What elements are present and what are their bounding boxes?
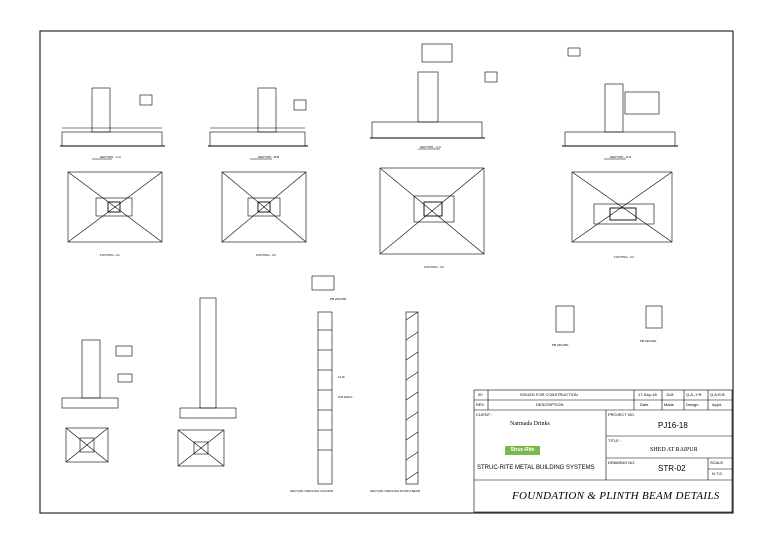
column-section: PB 230x300 8 Ø 200c/c 12 Ø SECTION THROU… [290, 275, 353, 493]
header-date: Date [640, 402, 649, 407]
column-section-label: SECTION THROUGH COLUMN [290, 489, 333, 493]
footing-f3-label: FOOTING - F3 [424, 265, 444, 269]
title-value: SHED AT RAIPUR [650, 447, 698, 453]
footing-plan-f2: FOOTING - F2 [221, 171, 307, 257]
rev-description: ISSUED FOR CONSTRUCTION [520, 392, 578, 397]
pb-detail-1-label: PB 230x450 [552, 343, 569, 347]
title-block: 00 ISSUED FOR CONSTRUCTION 17-Sep-18 11/… [474, 390, 732, 512]
scale-label: SCALE [710, 460, 724, 465]
header-design: Design [686, 402, 699, 407]
tall-pedestal-section [177, 297, 237, 467]
section-c-c-label: SECTION - C-C [420, 145, 442, 149]
pedestal-section-small [61, 339, 133, 463]
section-b-b: SECTION - B-B [208, 87, 308, 160]
plinth-section-label: SECTION THROUGH PLINTH BEAM [370, 489, 421, 493]
footing-plan-f3: FOOTING - F3 [379, 167, 485, 269]
stirrup-label: 8 Ø 200c/c [338, 395, 353, 399]
client-label: CLIENT : [476, 412, 493, 417]
rev-appd: Q.A.R.B [710, 392, 725, 397]
header-appd: Appd [712, 402, 722, 407]
drawing-no-value: STR-02 [658, 464, 686, 473]
section-d-d: SECTION - D-D [562, 47, 678, 160]
client-value: Narmada Drinks [510, 421, 550, 427]
project-value: PJ16-18 [658, 421, 688, 430]
bar-label: 12 Ø [338, 375, 345, 379]
rev-made: 11/8 [666, 392, 674, 397]
footing-plan-f4: FOOTING - F4 [571, 171, 673, 259]
sheet-border [39, 30, 734, 514]
footing-f2-label: FOOTING - F2 [256, 253, 276, 257]
section-a-a-label: SECTION - A-A [100, 155, 121, 159]
footing-f1-label: FOOTING - F1 [100, 253, 120, 257]
footing-f4-label: FOOTING - F4 [614, 255, 634, 259]
rev-date: 17-Sep-18 [638, 392, 657, 397]
header-description: DESCRIPTION [536, 402, 564, 407]
drawing-no-label: DRAWING NO. [608, 460, 636, 465]
section-d-d-label: SECTION - D-D [610, 155, 632, 159]
rev-number: 00 [478, 392, 483, 397]
header-made: Made [664, 402, 675, 407]
title-label: TITLE : [608, 438, 622, 443]
title-block-grid [473, 389, 733, 513]
company-name: STRUC-RITE METAL BUILDING SYSTEMS [477, 465, 595, 471]
plinth-beam-details: PB 230x450 PB 230x300 [552, 305, 663, 347]
footing-plan-f1: FOOTING - F1 [67, 171, 163, 257]
scale-value: N.T.S [712, 471, 722, 476]
rev-design: Q.A.-Y.R [686, 392, 702, 397]
section-a-a: SECTION - A-A [60, 87, 165, 160]
plinth-beam-section: SECTION THROUGH PLINTH BEAM [370, 311, 421, 493]
company-logo: Struc-Rite [505, 446, 540, 455]
section-c-c: SECTION - C-C [370, 43, 498, 150]
col-dim-label: PB 230x300 [330, 297, 347, 301]
sheet-title: FOUNDATION & PLINTH BEAM DETAILS [512, 490, 720, 502]
project-label: PROJECT NO. [608, 412, 635, 417]
pb-detail-2-label: PB 230x300 [640, 339, 657, 343]
section-b-b-label: SECTION - B-B [258, 155, 279, 159]
header-rev: REV [476, 402, 485, 407]
